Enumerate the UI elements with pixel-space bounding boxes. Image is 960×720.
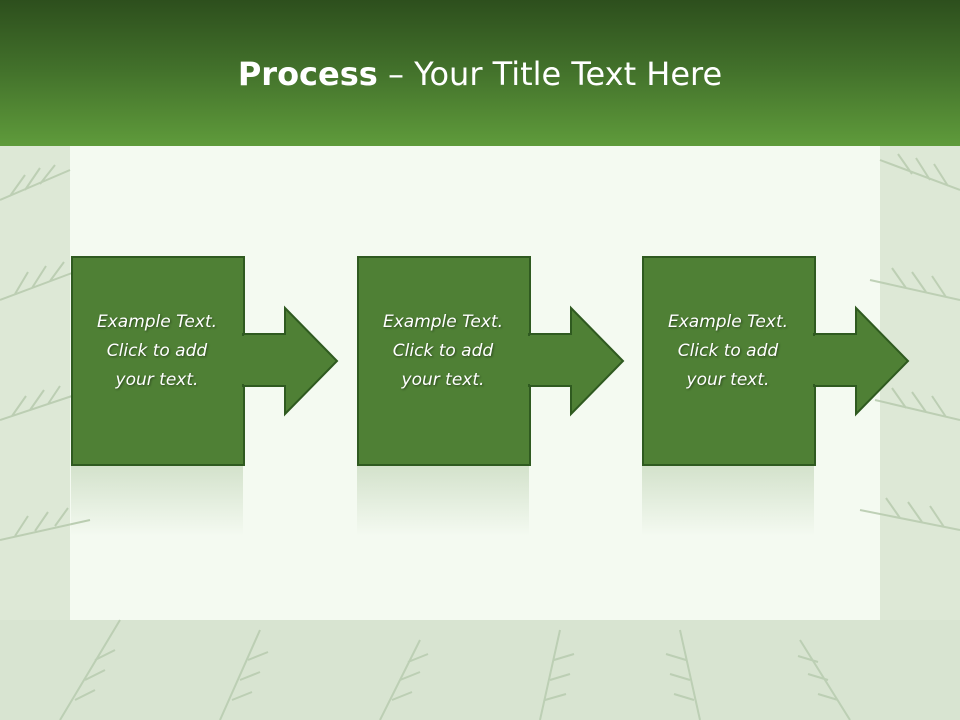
step-1-line-3: your text.	[115, 370, 199, 390]
step-3-reflection	[642, 466, 814, 536]
step-2-line-2: Click to add	[392, 341, 494, 361]
slide-title[interactable]: Process – Your Title Text Here	[0, 50, 960, 98]
process-step-2[interactable]: Example Text. Click to add your text.	[357, 256, 625, 466]
step-3-text[interactable]: Example Text. Click to add your text.	[642, 308, 814, 395]
step-2-text[interactable]: Example Text. Click to add your text.	[357, 308, 529, 395]
step-2-line-1: Example Text.	[382, 312, 504, 332]
step-3-line-1: Example Text.	[667, 312, 789, 332]
step-2-line-3: your text.	[401, 370, 485, 390]
title-bar	[0, 0, 960, 146]
step-2-shape	[357, 256, 625, 466]
step-3-line-2: Click to add	[677, 341, 779, 361]
step-1-line-1: Example Text.	[96, 312, 218, 332]
step-2-reflection	[357, 466, 529, 536]
process-step-3[interactable]: Example Text. Click to add your text.	[642, 256, 910, 466]
step-3-line-3: your text.	[686, 370, 770, 390]
process-step-1[interactable]: Example Text. Click to add your text.	[71, 256, 339, 466]
step-3-shape	[642, 256, 910, 466]
step-1-reflection	[71, 466, 243, 536]
step-1-shape	[71, 256, 339, 466]
step-1-text[interactable]: Example Text. Click to add your text.	[71, 308, 243, 395]
title-bold: Process	[237, 55, 378, 93]
step-1-line-2: Click to add	[106, 341, 208, 361]
title-rest: – Your Title Text Here	[377, 55, 723, 93]
